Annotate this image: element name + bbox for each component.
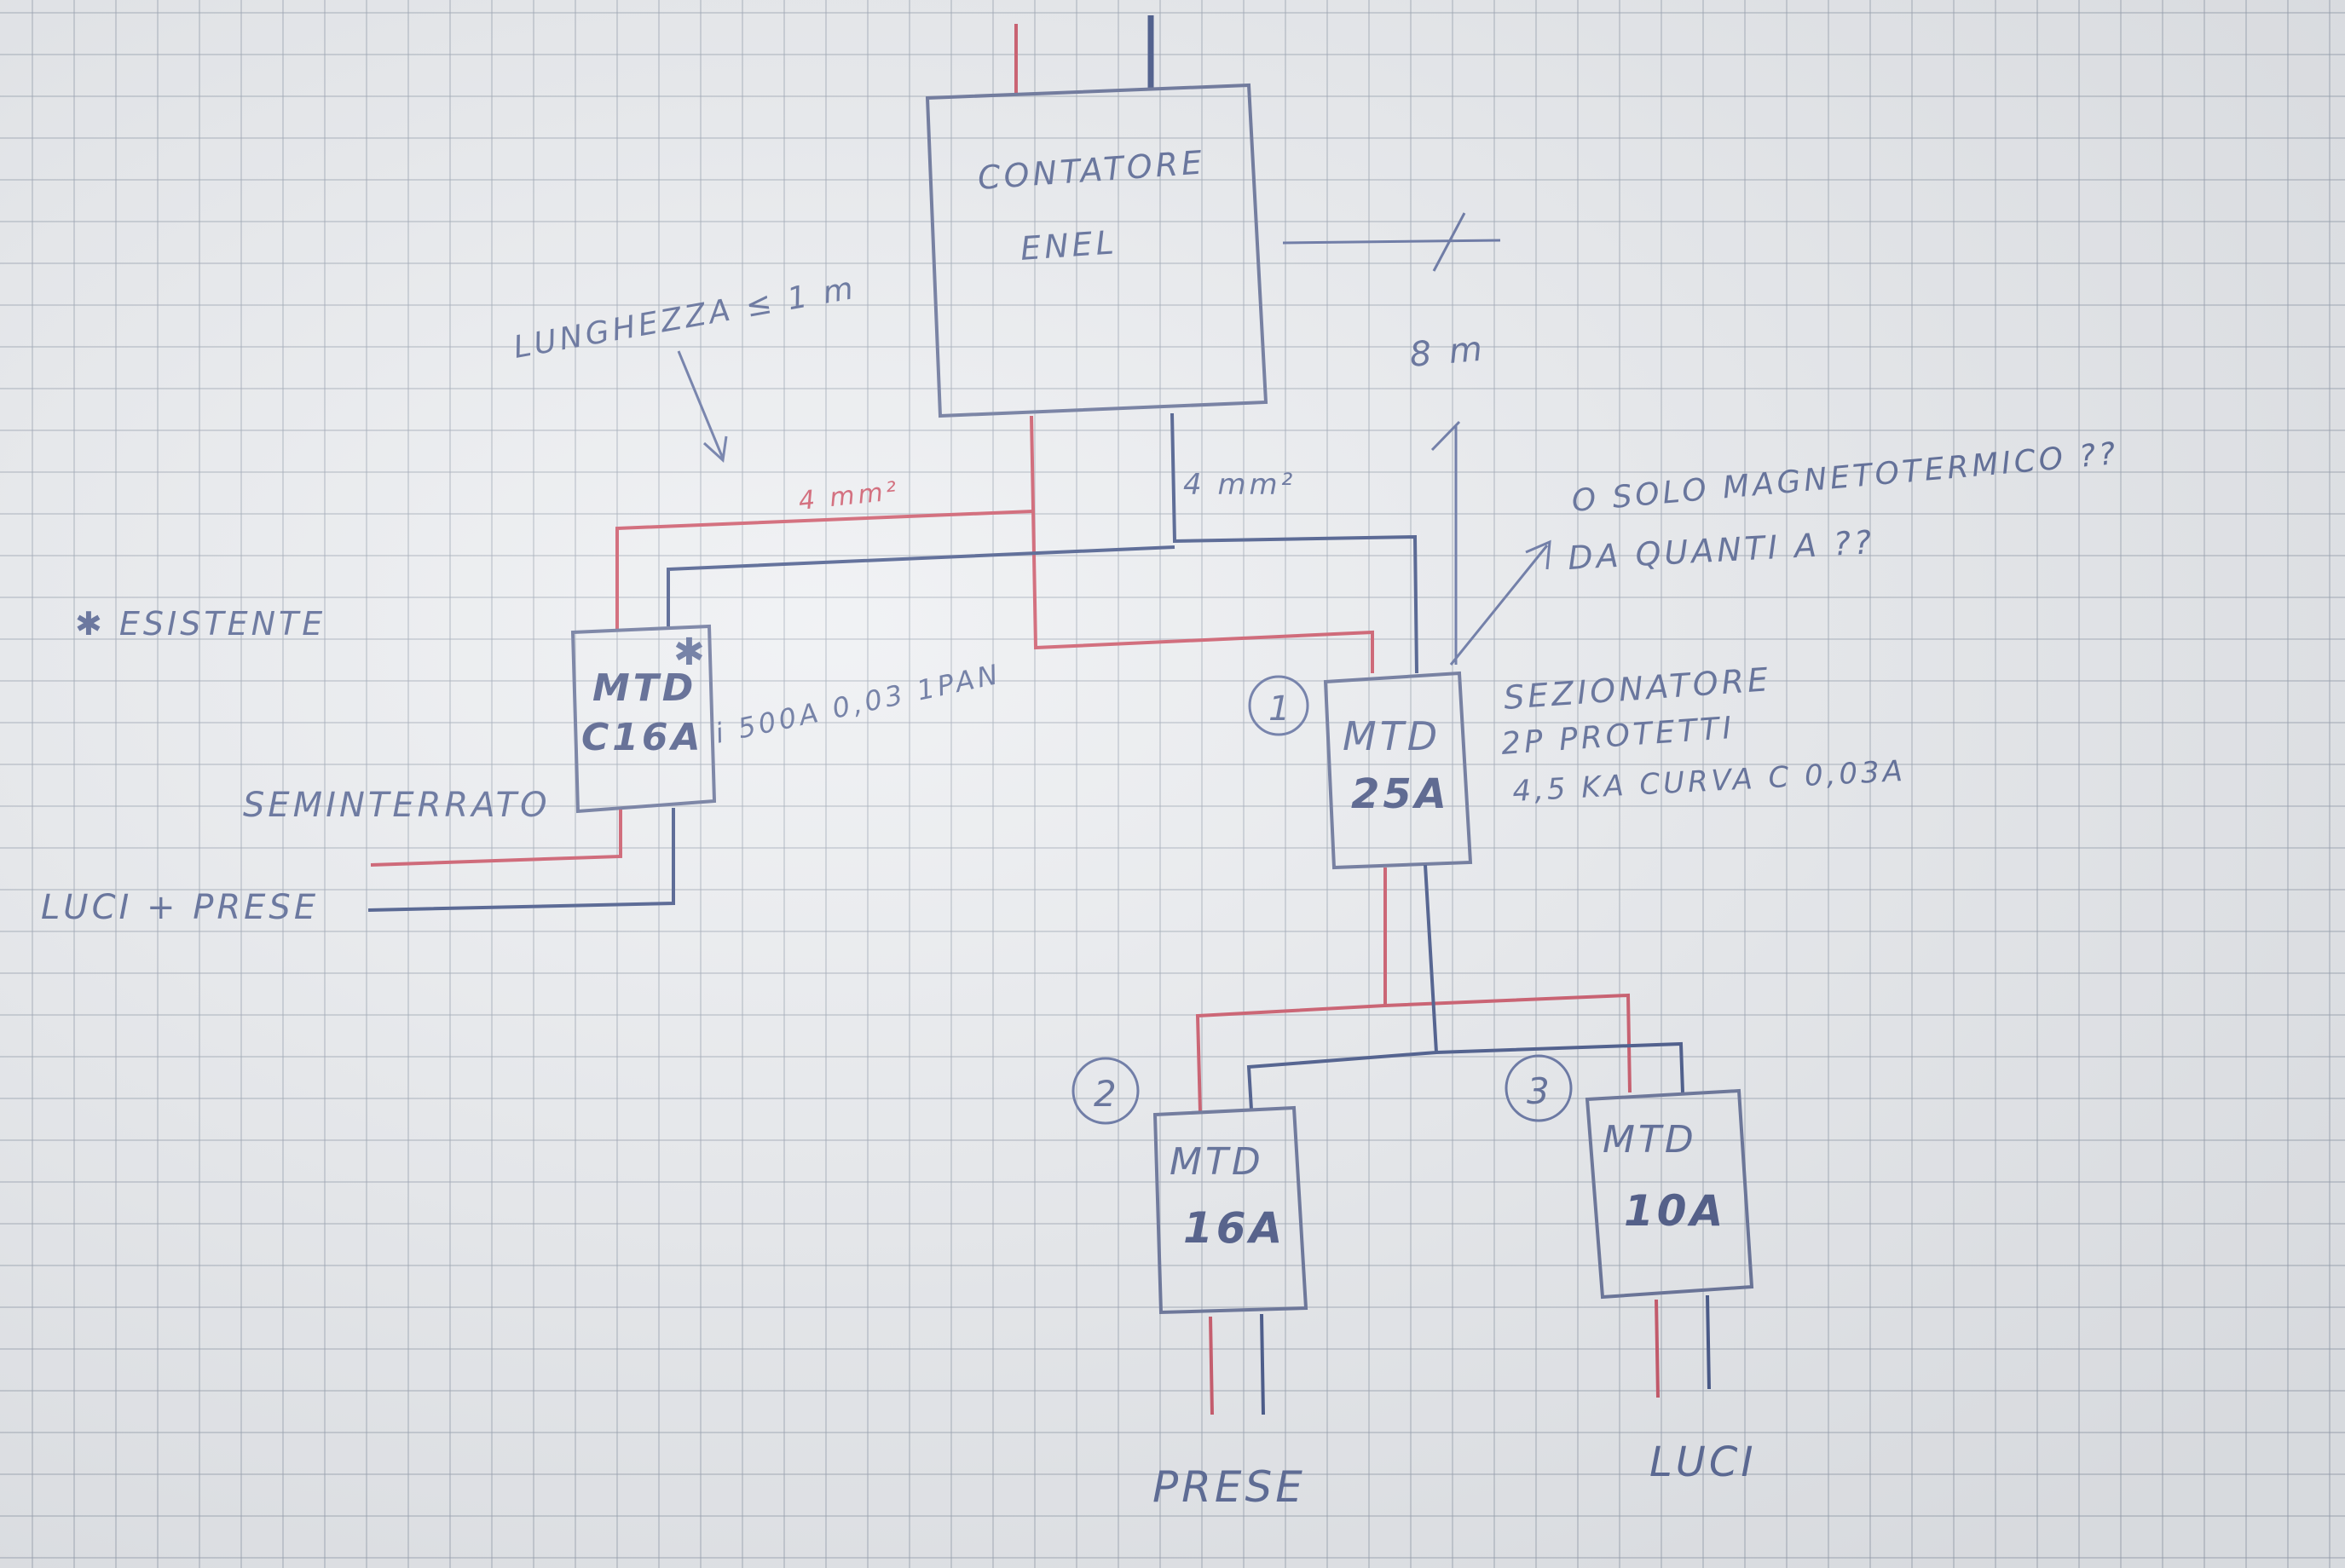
- sockets-phase-out: [1209, 1316, 1214, 1415]
- main-phase-out: [1195, 868, 1632, 1113]
- existing-note: ✱ ESISTENTE: [75, 605, 326, 643]
- lights-neutral-out: [1706, 1294, 1711, 1390]
- sockets-breaker-line1: MTD: [1170, 1140, 1264, 1184]
- sockets-breaker-number: 2: [1094, 1073, 1120, 1115]
- sockets-breaker-number-circle: [1071, 1057, 1140, 1125]
- existing-breaker-spec: i 500A 0,03 1PAN: [713, 658, 1004, 750]
- lights-sockets-label: LUCI + PRESE: [41, 888, 319, 927]
- basement-label: SEMINTERRATO: [243, 786, 551, 825]
- meter-label-line2: ENEL: [1019, 223, 1118, 268]
- basement-phase-wire: [370, 810, 622, 867]
- main-spec-line2: 2P PROTETTI: [1500, 711, 1736, 762]
- existing-breaker-star: ✱: [673, 631, 708, 674]
- meter-neutral-down: [1170, 412, 1418, 674]
- length-arrow: [677, 350, 728, 464]
- question-line1: O SOLO MAGNETOTERMICO ??: [1570, 436, 2120, 519]
- lights-breaker-line2: 10A: [1624, 1186, 1726, 1236]
- existing-breaker-line2: C16A: [581, 716, 704, 759]
- question-line2: DA QUANTI A ??: [1567, 523, 1875, 577]
- main-breaker-number-circle: [1248, 675, 1309, 736]
- lights-output-label: LUCI: [1649, 1438, 1757, 1486]
- left-neutral-wire: [667, 545, 1175, 626]
- side-cable-line: [1282, 239, 1501, 245]
- main-spec-line3: 4,5 KA CURVA C 0,03A: [1511, 754, 1906, 809]
- lights-breaker-number-circle: [1505, 1054, 1573, 1122]
- lights-breaker-line1: MTD: [1603, 1118, 1697, 1162]
- cable-tick-mark: [1432, 212, 1466, 272]
- sockets-neutral-out: [1260, 1313, 1265, 1415]
- lights-breaker-number: 3: [1527, 1070, 1553, 1112]
- meter-box: [925, 83, 1268, 418]
- main-neutral-out: [1246, 864, 1684, 1110]
- sockets-output-label: PRESE: [1152, 1462, 1306, 1512]
- side-length-label: 8 m: [1408, 329, 1487, 375]
- sockets-breaker-line2: 16A: [1183, 1203, 1285, 1253]
- existing-breaker-line1: MTD: [592, 666, 696, 710]
- lights-phase-out: [1655, 1299, 1660, 1398]
- meter-label-line1: CONTATORE: [977, 143, 1207, 197]
- main-breaker-box: [1323, 671, 1473, 870]
- left-phase-wire: [615, 510, 1034, 629]
- meter-phase-down: [1030, 415, 1374, 673]
- side-cable-tick: [1430, 420, 1461, 452]
- cable-section-left: 4 mm²: [797, 476, 901, 516]
- main-breaker-number: 1: [1268, 689, 1293, 729]
- question-arrow: [1449, 539, 1551, 666]
- cable-section-top: 4 mm²: [1183, 468, 1296, 502]
- existing-breaker-box: [570, 624, 717, 814]
- basement-neutral-wire: [367, 808, 675, 912]
- main-breaker-line1: MTD: [1343, 713, 1441, 759]
- length-note: LUNGHEZZA ≤ 1 m: [511, 271, 858, 366]
- lights-breaker-box: [1585, 1088, 1754, 1300]
- main-breaker-line2: 25A: [1351, 770, 1450, 818]
- main-spec-line1: SEZIONATORE: [1503, 660, 1773, 717]
- sockets-breaker-box: [1152, 1105, 1308, 1315]
